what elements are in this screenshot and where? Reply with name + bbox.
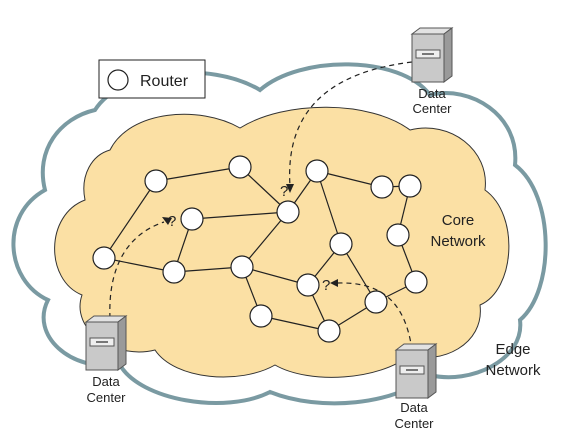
router-node [230, 255, 254, 279]
unknown-mark: ? [280, 183, 288, 200]
unknown-mark: ? [322, 277, 330, 294]
link [155, 166, 241, 182]
data-center-label: Data [92, 374, 120, 389]
server-icon [394, 343, 438, 399]
arrow-heads [162, 184, 338, 287]
legend: Router [98, 59, 206, 99]
legend-label: Router [140, 73, 189, 90]
link [241, 211, 289, 268]
router-node [404, 270, 428, 294]
router-node [228, 155, 252, 179]
link [191, 211, 289, 220]
request-arrows [109, 61, 413, 351]
routers [92, 155, 428, 343]
data-center-label: Data [418, 86, 446, 101]
router-node [162, 260, 186, 284]
core-network-label: Core [442, 212, 475, 229]
edge-network-label: Network [485, 362, 541, 379]
arrow-top-right [289, 61, 413, 187]
unknown-mark: ? [168, 213, 176, 230]
router-node [364, 290, 388, 314]
data-center-label: Data [400, 400, 428, 415]
data-center-label: Center [394, 416, 434, 431]
link [103, 180, 157, 259]
router-node [92, 246, 116, 270]
router-node [276, 200, 300, 224]
data-center-label: Center [412, 101, 452, 116]
router-node [398, 174, 422, 198]
link [103, 257, 175, 273]
router-node [249, 304, 273, 328]
link [260, 315, 330, 332]
router-node [180, 207, 204, 231]
router-node [144, 169, 168, 193]
server-icon [84, 315, 128, 371]
legend-router-icon [107, 69, 129, 91]
arrowhead [162, 217, 172, 225]
router-node [305, 159, 329, 183]
router-node [386, 223, 410, 247]
data-center-label: Center [86, 390, 126, 405]
link [316, 170, 342, 245]
router-node [296, 273, 320, 297]
arrowhead [330, 279, 338, 287]
edge-network-label: Edge [495, 341, 530, 358]
router-node [370, 175, 394, 199]
router-node [317, 319, 341, 343]
server-icon [410, 27, 454, 83]
arrowhead [286, 184, 294, 193]
arrow-bottom-right [337, 282, 413, 351]
core-network-label: Network [430, 233, 486, 250]
router-node [329, 232, 353, 256]
